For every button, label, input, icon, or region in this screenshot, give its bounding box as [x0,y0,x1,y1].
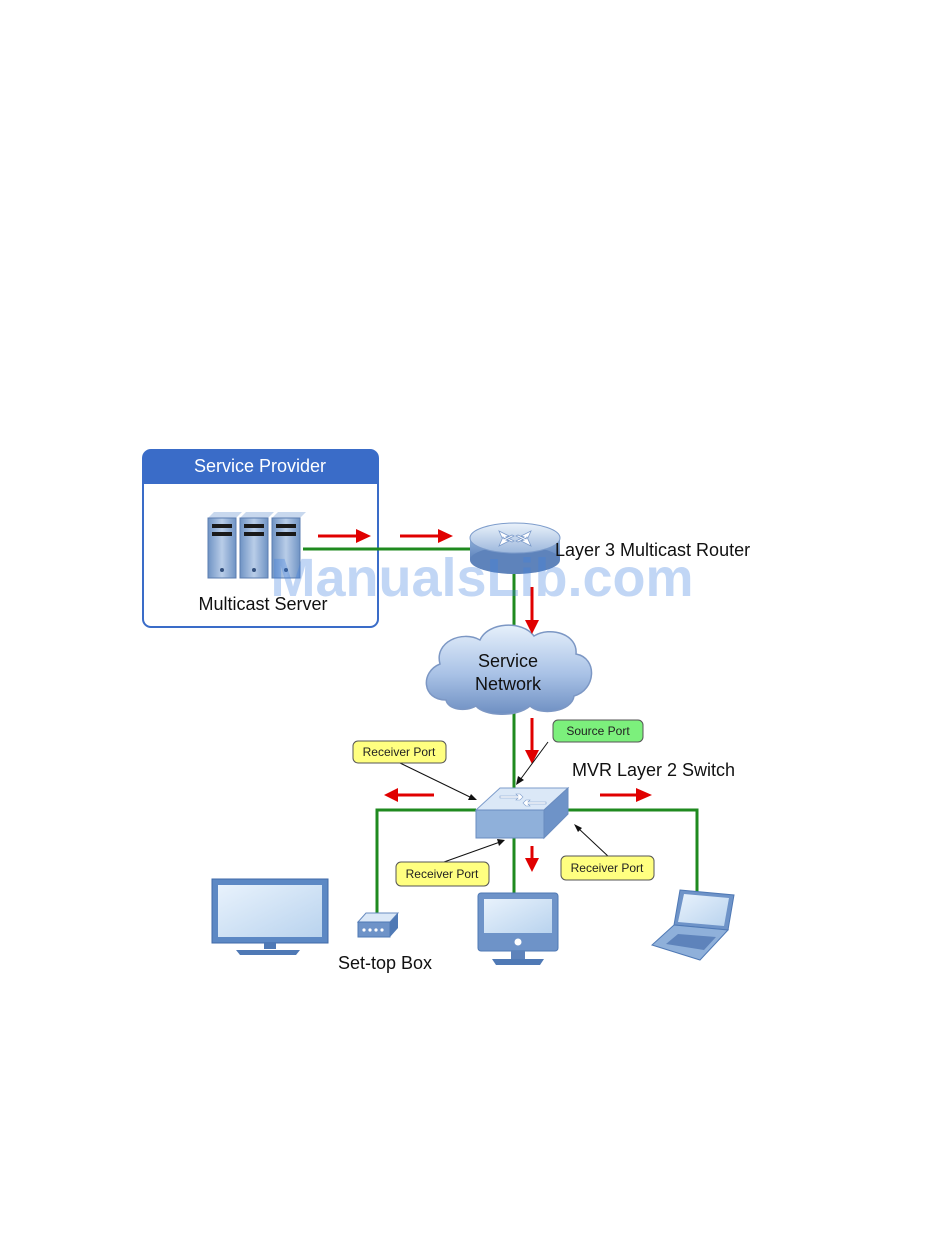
receiver-port-text: Receiver Port [571,861,644,875]
service-provider-title: Service Provider [194,456,326,476]
receiver-port-text: Receiver Port [406,867,479,881]
receiver-port-tag-bottom-left: Receiver Port [396,862,489,886]
cloud-label-line2: Network [475,674,542,694]
arrow-right-switch-icon [600,788,652,802]
arrow-down-switch-icon [525,846,539,872]
switch-icon [476,788,568,838]
arrow-left-switch-icon [384,788,434,802]
link-switch-laptop [566,810,697,893]
switch-label: MVR Layer 2 Switch [572,760,735,780]
watermark: ManualsLib.com [270,548,693,608]
cloud-label-line1: Service [478,651,538,671]
settop-box-icon [358,913,398,937]
receiver-port-tag-right: Receiver Port [561,856,654,880]
receiver-port-text: Receiver Port [363,745,436,759]
arrow-right-2-icon [400,529,453,543]
desktop-computer-icon [478,893,558,965]
settop-box-label: Set-top Box [338,953,432,973]
source-port-tag: Source Port [553,720,643,742]
source-port-text: Source Port [566,724,630,738]
laptop-icon [652,890,734,960]
tv-monitor-icon [212,879,328,955]
receiver-port-tag-top-left: Receiver Port [353,741,446,763]
